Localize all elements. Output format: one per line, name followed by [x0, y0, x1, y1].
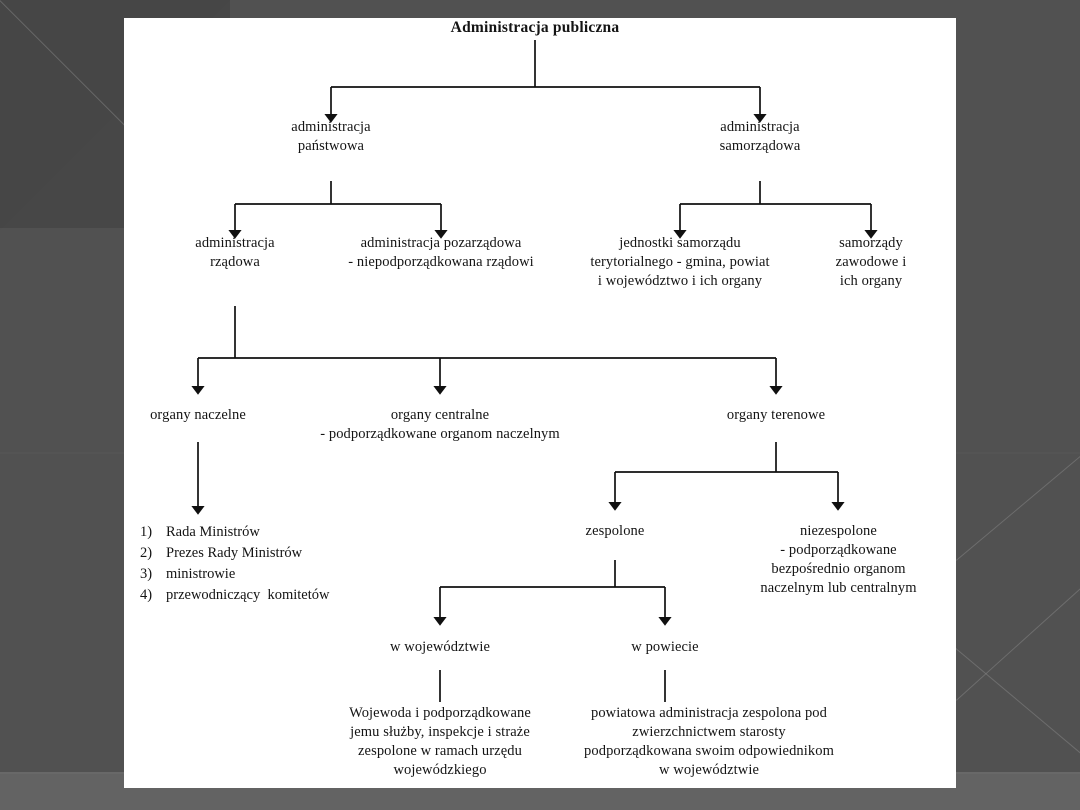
node-zespolone: zespolone	[585, 523, 645, 539]
node-w-wojewodztwie: w województwie	[389, 639, 491, 655]
node-administracja-samorzadowa: administracja samorządowa	[719, 119, 801, 154]
node-organy-terenowe: organy terenowe	[726, 407, 826, 423]
list-item: 2) Prezes Rady Ministrów	[140, 543, 400, 564]
node-administracja-publiczna: Administracja publiczna	[450, 19, 620, 36]
node-administracja-pozarzadowa: administracja pozarządowa - niepodporząd…	[348, 235, 534, 270]
list-item: 3) ministrowie	[140, 564, 400, 585]
list-item-label: ministrowie	[166, 566, 236, 583]
node-jednostki-samorzadu-terytorialnego: jednostki samorządu terytorialnego - gmi…	[590, 235, 770, 289]
diagram-connectors	[191, 40, 878, 702]
node-administracja-rzadowa: administracja rządowa	[195, 235, 275, 270]
list-item-label: Prezes Rady Ministrów	[166, 545, 303, 562]
node-powiatowa-administracja-opis: powiatowa administracja zespolona pod zw…	[584, 705, 834, 778]
node-organy-naczelne: organy naczelne	[150, 407, 246, 423]
list-item-label: przewodniczący komitetów	[166, 587, 330, 604]
node-samorzady-zawodowe: samorządy zawodowe i ich organy	[835, 235, 907, 289]
list-item-number: 1)	[140, 524, 153, 540]
list-item-number: 4)	[140, 587, 153, 604]
list-item: 4) przewodniczący komitetów	[140, 585, 400, 606]
list-item: 1) Rada Ministrów	[140, 522, 400, 543]
node-wojewoda-opis: Wojewoda i podporządkowane jemu służby, …	[349, 705, 531, 778]
node-w-powiecie: w powiecie	[631, 639, 699, 655]
list-item-number: 3)	[140, 566, 153, 583]
list-item-number: 2)	[140, 545, 153, 562]
node-administracja-panstwowa: administracja państwowa	[291, 119, 371, 154]
organy-naczelne-list: 1) Rada Ministrów 2) Prezes Rady Ministr…	[140, 522, 400, 606]
diagram-panel: Administracja publiczna administracja pa…	[124, 18, 956, 788]
node-niezespolone: niezespolone - podporządkowane bezpośred…	[760, 523, 917, 596]
list-item-label: Rada Ministrów	[166, 524, 260, 540]
node-organy-centralne: organy centralne - podporządkowane organ…	[320, 407, 560, 442]
